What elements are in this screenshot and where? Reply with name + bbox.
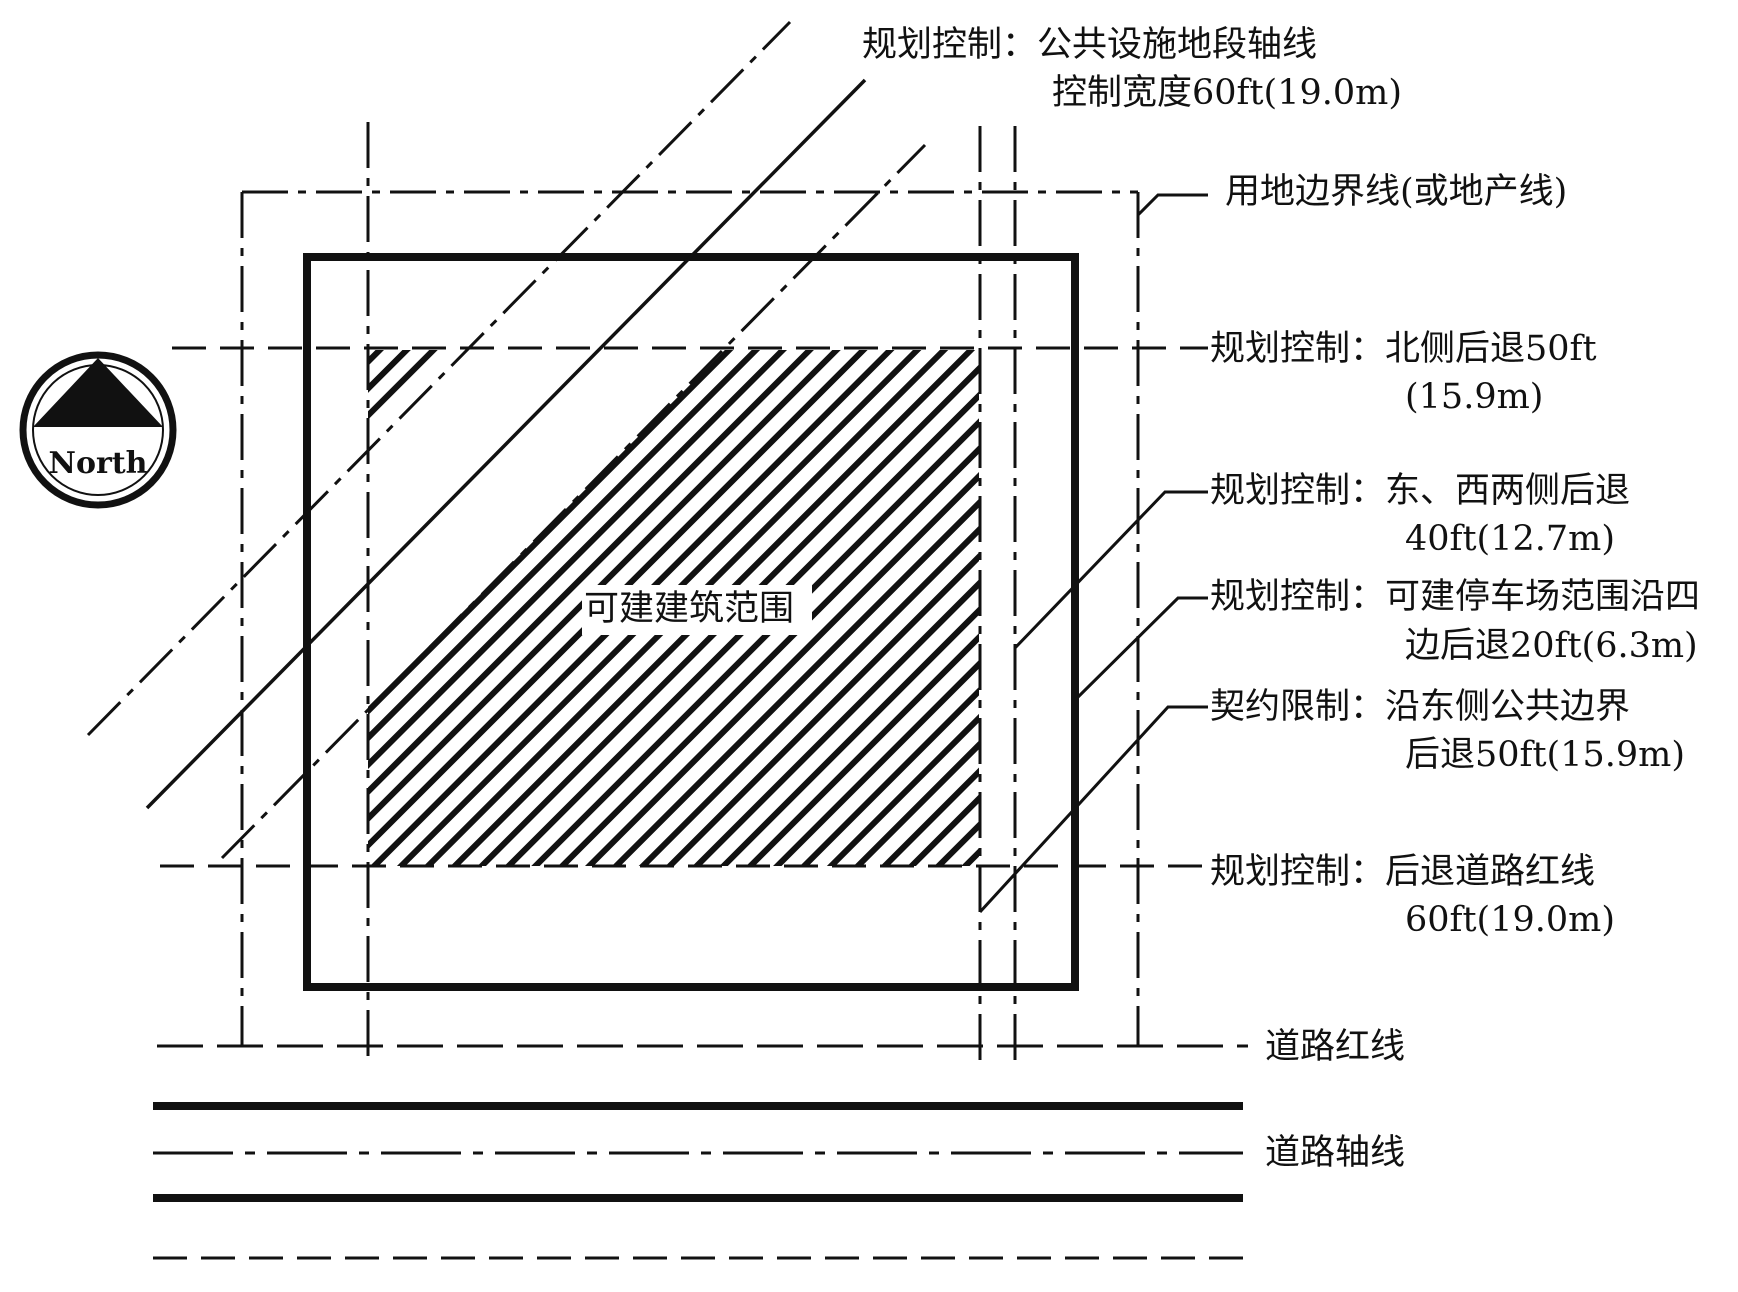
label-public-axis-2: 控制宽度60ft(19.0m) [1052, 73, 1402, 113]
north-label: North [49, 446, 148, 481]
label-east-west-setback-2: 40ft(12.7m) [1405, 519, 1615, 559]
label-road-setback-1: 规划控制：后退道路红线 [1210, 852, 1595, 892]
buildable-area-label-bg [582, 585, 812, 635]
label-north-setback-1: 规划控制：北侧后退50ft [1210, 329, 1597, 369]
label-road-setback-2: 60ft(19.0m) [1405, 900, 1615, 940]
label-road-axis: 道路轴线 [1265, 1133, 1405, 1173]
label-public-axis-1: 规划控制：公共设施地段轴线 [862, 25, 1317, 65]
label-covenant-2: 后退50ft(15.9m) [1405, 735, 1685, 775]
setback-verticals [366, 122, 1017, 1066]
label-property-line: 用地边界线(或地产线) [1225, 172, 1567, 212]
label-north-setback-2: (15.9m) [1405, 377, 1543, 417]
annotation-labels: 规划控制：公共设施地段轴线 控制宽度60ft(19.0m) 用地边界线(或地产线… [862, 25, 1700, 1173]
label-parking-setback-1: 规划控制：可建停车场范围沿四 [1210, 577, 1700, 617]
buildable-area-label: 可建建筑范围 [584, 589, 794, 629]
public-facility-axis [86, 20, 927, 860]
buildable-corner-hatch [368, 350, 450, 430]
leader-lines [978, 193, 1208, 914]
label-covenant-1: 契约限制：沿东侧公共边界 [1210, 687, 1630, 727]
property-boundary [240, 190, 1140, 1046]
label-parking-setback-2: 边后退20ft(6.3m) [1405, 626, 1698, 666]
label-road-red-line: 道路红线 [1265, 1027, 1405, 1067]
label-east-west-setback-1: 规划控制：东、西两侧后退 [1210, 471, 1630, 511]
north-arrow-icon: North [19, 351, 177, 509]
road-lines [153, 1102, 1243, 1260]
